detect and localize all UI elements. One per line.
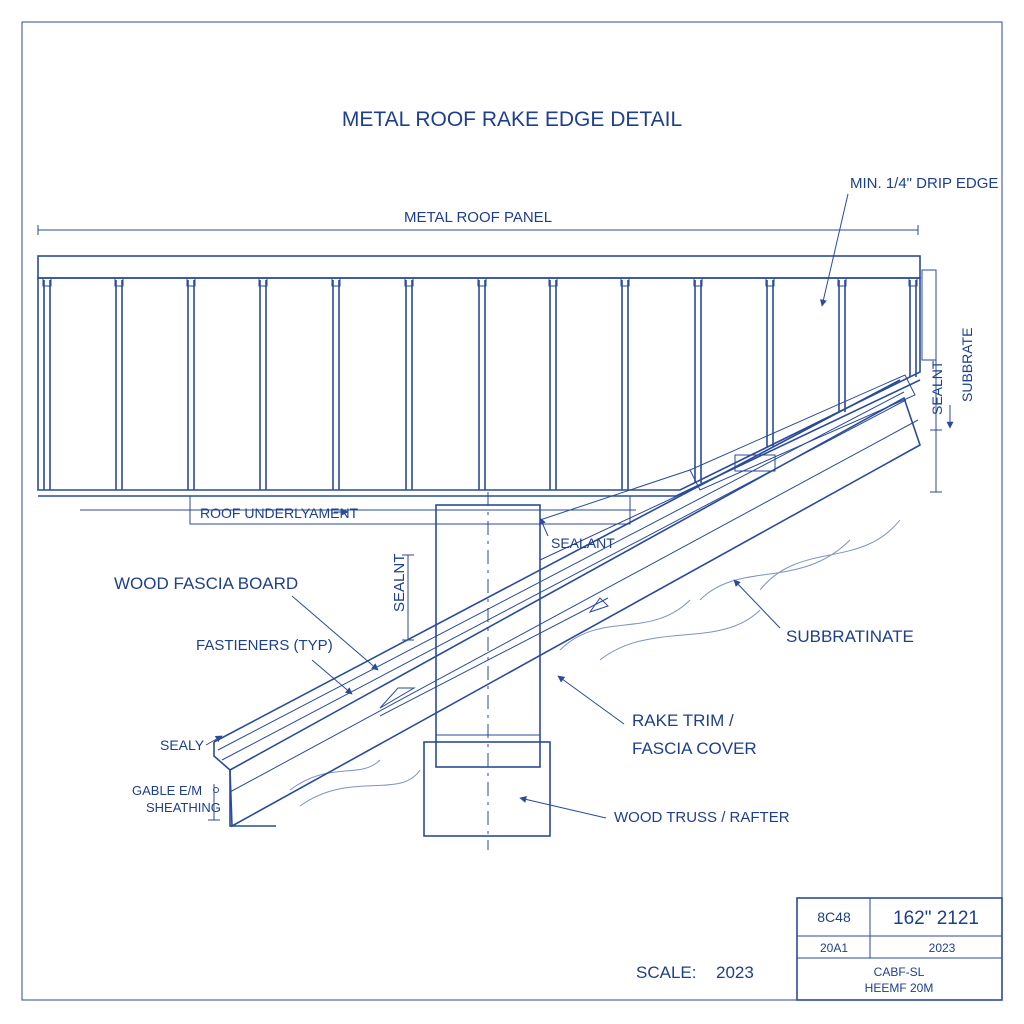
roof-underlayment-label: ROOF UNDERLYAMENT xyxy=(200,505,359,521)
sealant-right-label: SEALNT xyxy=(929,360,945,415)
title-block-cell-e2: HEEMF 20M xyxy=(865,981,934,995)
rake-trim-leader xyxy=(557,675,625,725)
drip-edge-leader xyxy=(820,193,849,307)
rake-trim-label-1: RAKE TRIM / xyxy=(632,711,734,730)
panel-rib-cap xyxy=(404,277,414,287)
title-block-cell-e1: CABF-SL xyxy=(874,965,925,979)
wood-truss-label: WOOD TRUSS / RAFTER xyxy=(614,809,790,826)
wood-fascia-leader xyxy=(291,595,379,671)
title-block xyxy=(796,897,1003,1001)
panel-dimension-line xyxy=(37,225,919,235)
gable-dimension xyxy=(208,784,220,821)
panel-ribs xyxy=(42,277,918,490)
wood-truss-post xyxy=(423,492,551,850)
drip-edge-label: MIN. 1/4" DRIP EDGE xyxy=(850,175,998,192)
sealant-center-label: SEALNT xyxy=(391,554,408,612)
sealant-mid-leader xyxy=(539,517,549,537)
scale-value: 2023 xyxy=(716,963,754,982)
sealant-mid-label: SEALANT xyxy=(551,535,615,551)
fasteners-label: FASTIENERS (TYP) xyxy=(196,637,333,654)
wood-fascia-label: WOOD FASCIA BOARD xyxy=(114,574,298,593)
panel-rib-cap xyxy=(837,277,847,287)
panel-rib-cap xyxy=(477,277,487,287)
gable-label-1: GABLE E/M xyxy=(132,783,202,798)
fasteners-leader xyxy=(311,659,353,695)
sealant-center-dimension xyxy=(402,554,414,641)
panel-rib-cap xyxy=(548,277,558,287)
sealy-label: SEALY xyxy=(160,737,205,753)
roof-underlayment xyxy=(189,495,631,525)
scale-label: SCALE: xyxy=(636,963,696,982)
panel-rib-cap xyxy=(693,277,703,287)
panel-rib-cap xyxy=(186,277,196,287)
rake-trim-label-2: FASCIA COVER xyxy=(632,739,757,758)
title-block-cell-d: 2023 xyxy=(929,941,956,955)
right-dimension xyxy=(930,270,954,493)
panel-rib-cap xyxy=(331,277,341,287)
substrate-right-label: SUBBRATE xyxy=(959,328,975,402)
title-block-cell-a: 8C48 xyxy=(817,909,851,925)
panel-rib-cap xyxy=(114,277,124,287)
panel-rib-cap xyxy=(42,277,52,287)
panel-rib-cap xyxy=(765,277,775,287)
subbratinate-label: SUBBRATINATE xyxy=(786,627,914,646)
drawing-title: METAL ROOF RAKE EDGE DETAIL xyxy=(342,108,682,131)
rake-trim-assembly xyxy=(213,374,921,828)
sealy-leader xyxy=(205,735,223,746)
gable-label-2: SHEATHING xyxy=(146,800,221,815)
metal-roof-panel-label: METAL ROOF PANEL xyxy=(404,209,552,226)
panel-rib-cap xyxy=(908,277,918,287)
sheet-border xyxy=(21,21,1003,1001)
subbratinate-leader xyxy=(733,579,781,629)
panel-rib-cap xyxy=(620,277,630,287)
title-block-cell-c: 20A1 xyxy=(820,941,848,955)
panel-rib-cap xyxy=(258,277,268,287)
title-block-cell-b: 162" 2121 xyxy=(893,908,979,929)
drip-edge-sealant xyxy=(921,269,937,361)
wood-truss-leader xyxy=(519,796,607,819)
